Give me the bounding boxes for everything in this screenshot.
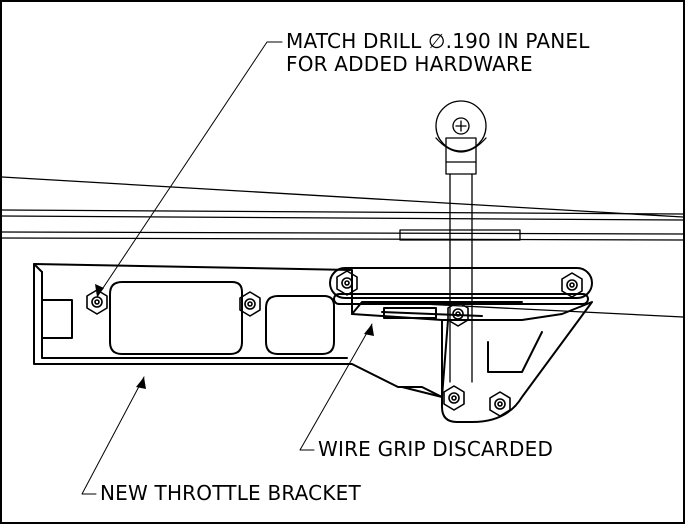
hex-nut-icon <box>239 291 261 317</box>
hex-nut-icon <box>561 272 583 298</box>
panel-edge-lines <box>2 176 683 318</box>
callout-match-drill: MATCH DRILL ∅.190 IN PANEL FOR ADDED HAR… <box>286 30 590 76</box>
hex-nut-icon <box>447 301 469 327</box>
leader-match-drill <box>96 41 283 298</box>
callout-throttle-bracket: NEW THROTTLE BRACKET <box>100 481 361 505</box>
wheel-screw-icon <box>452 117 470 135</box>
arrowheads <box>95 284 374 389</box>
leader-lines <box>81 41 373 495</box>
callout-wire-grip: WIRE GRIP DISCARDED <box>318 437 554 461</box>
arrow-icon <box>364 324 374 336</box>
arrow-icon <box>136 377 146 389</box>
leader-wire-grip <box>299 323 373 451</box>
throttle-rod <box>399 100 521 383</box>
angled-arm <box>441 301 593 423</box>
callout-match-drill-line1: MATCH DRILL ∅.190 IN PANEL <box>286 29 590 53</box>
hex-nut-icon <box>336 270 358 296</box>
leader-throttle-bracket <box>81 376 145 495</box>
callout-match-drill-line2: FOR ADDED HARDWARE <box>286 52 533 76</box>
lightening-holes <box>109 281 335 355</box>
bracket-body <box>33 263 523 398</box>
arrow-icon <box>95 284 104 297</box>
hex-nut-icon <box>443 385 465 411</box>
hex-nuts <box>86 270 583 417</box>
hex-nut-icon <box>489 391 511 417</box>
